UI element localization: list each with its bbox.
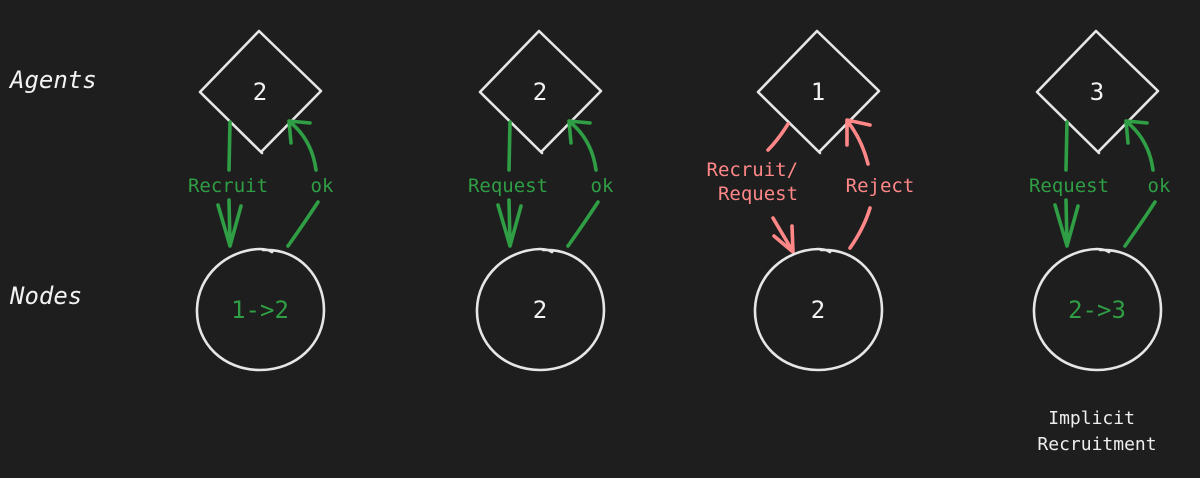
request-arrow [216, 120, 243, 248]
response-label: ok [1148, 175, 1171, 197]
column-2: 2 Request ok 2 [468, 29, 614, 372]
request-label: Request [468, 175, 548, 197]
response-label: ok [591, 175, 614, 197]
row-label-nodes: Nodes [9, 282, 82, 310]
response-arrow [566, 119, 600, 248]
node-circle [475, 247, 606, 372]
node-count: 2->3 [1068, 296, 1126, 324]
request-arrow [496, 120, 523, 248]
node-circle [1032, 247, 1163, 372]
response-arrow [1123, 119, 1157, 248]
agent-count: 2 [253, 78, 267, 106]
request-label: Request [1029, 175, 1109, 197]
column-3: 1 Recruit/ Request Reject 2 [707, 29, 915, 372]
agent-count: 1 [811, 78, 825, 106]
agent-count: 3 [1090, 78, 1104, 106]
node-count: 2 [811, 296, 825, 324]
agent-diamond [1035, 29, 1160, 155]
agent-count: 2 [533, 78, 547, 106]
node-circle [195, 247, 326, 372]
request-label: Recruit/ Request [707, 159, 810, 205]
node-circle [753, 247, 884, 372]
request-arrow [1053, 120, 1080, 248]
node-count: 2 [533, 296, 547, 324]
response-label: ok [311, 175, 334, 197]
column-4: 3 Request ok 2->3 Implicit Recruitment [1029, 29, 1171, 455]
implicit-recruitment-note: Implicit Recruitment [1037, 408, 1156, 455]
request-label: Recruit [188, 175, 268, 197]
response-arrow [845, 118, 872, 250]
node-count: 1->2 [231, 296, 289, 324]
agent-diamond [198, 29, 323, 155]
request-arrow [766, 122, 795, 254]
column-1: 2 Recruit ok 1->2 [188, 29, 334, 372]
response-arrow [286, 119, 320, 248]
agent-diamond [478, 29, 603, 155]
response-label: Reject [846, 175, 915, 197]
agent-diamond [756, 29, 881, 155]
row-label-agents: Agents [8, 66, 97, 94]
